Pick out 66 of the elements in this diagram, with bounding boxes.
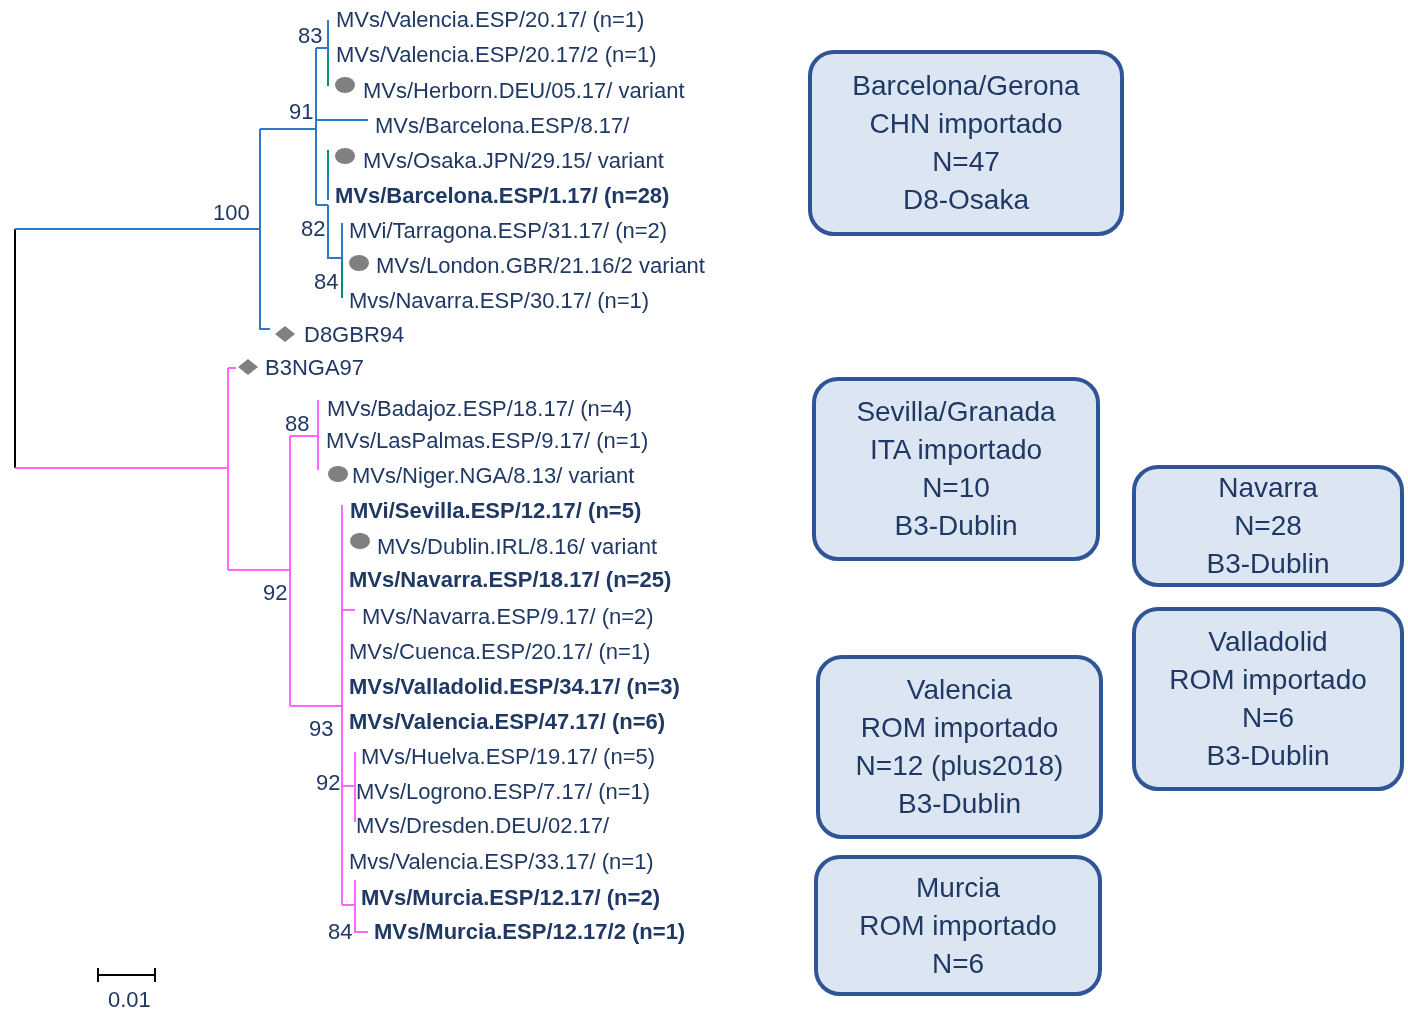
- bootstrap-value: 92: [263, 579, 288, 607]
- taxon-label: MVs/Cuenca.ESP/20.17/ (n=1): [349, 638, 651, 666]
- box-text: Murcia: [916, 870, 1000, 905]
- bootstrap-value: 82: [301, 215, 326, 243]
- taxon-label: MVs/Badajoz.ESP/18.17/ (n=4): [327, 395, 633, 423]
- box-text: B3-Dublin: [894, 509, 1018, 543]
- summary-box: [1132, 465, 1404, 587]
- box-text: N=10: [922, 471, 990, 505]
- box-text: N=28: [1234, 509, 1302, 543]
- taxon-label: MVs/Dublin.IRL/8.16/ variant: [377, 533, 658, 561]
- taxon-label: MVs/LasPalmas.ESP/9.17/ (n=1): [326, 427, 649, 455]
- taxon-label: MVi/Tarragona.ESP/31.17/ (n=2): [349, 217, 668, 245]
- bootstrap-value: 84: [328, 918, 353, 946]
- taxon-label: MVs/Niger.NGA/8.13/ variant: [352, 462, 635, 490]
- taxon-label: MVs/Valencia.ESP/20.17/2 (n=1): [336, 41, 657, 69]
- box-text: Sevilla/Granada: [856, 395, 1056, 429]
- bootstrap-value: 84: [314, 268, 339, 296]
- taxon-label: D8GBR94: [304, 321, 405, 349]
- taxon-label: MVs/Valencia.ESP/20.17/ (n=1): [336, 6, 645, 34]
- box-text: N=6: [1241, 701, 1295, 735]
- taxon-label: Mvs/Valencia.ESP/33.17/ (n=1): [349, 848, 654, 876]
- bootstrap-value: 92: [316, 769, 341, 797]
- box-text: Barcelona/Gerona: [852, 69, 1080, 103]
- summary-box: [812, 377, 1100, 561]
- taxon-label: MVs/Valladolid.ESP/34.17/ (n=3): [349, 673, 680, 701]
- box-text: N=47: [932, 145, 1000, 179]
- box-text: Valladolid: [1208, 625, 1328, 659]
- bootstrap-value: 88: [285, 410, 310, 438]
- summary-box: [808, 50, 1124, 236]
- box-text: CHN importado: [869, 107, 1063, 141]
- box-text: N=6: [931, 946, 985, 981]
- box-text: Navarra: [1218, 471, 1318, 505]
- scale-value: 0.01: [108, 986, 151, 1011]
- box-text: B3-Dublin: [1206, 739, 1330, 773]
- box-text: ROM importado: [1169, 663, 1367, 697]
- taxon-label: MVs/Murcia.ESP/12.17/ (n=2): [361, 884, 660, 912]
- box-text: B3-Dublin: [898, 787, 1021, 821]
- box-text: ROM importado: [860, 711, 1059, 745]
- taxon-label: MVs/Valencia.ESP/47.17/ (n=6): [349, 708, 666, 736]
- box-text: B3-Dublin: [1206, 547, 1330, 581]
- bootstrap-value: 93: [309, 715, 334, 743]
- summary-box: [814, 855, 1102, 996]
- taxon-label: MVs/Huelva.ESP/19.17/ (n=5): [361, 743, 656, 771]
- taxon-label: MVs/Osaka.JPN/29.15/ variant: [363, 147, 664, 175]
- taxon-label: MVs/Herborn.DEU/05.17/ variant: [363, 77, 685, 105]
- bootstrap-value: 91: [289, 98, 314, 126]
- box-text: D8-Osaka: [902, 183, 1029, 217]
- taxon-label: Mvs/Navarra.ESP/30.17/ (n=1): [349, 287, 650, 315]
- box-text: ITA importado: [869, 433, 1043, 467]
- taxon-label: MVs/Barcelona.ESP/1.17/ (n=28): [335, 182, 670, 210]
- taxon-label: MVs/Logrono.ESP/7.17/ (n=1): [356, 778, 651, 806]
- taxon-label: MVs/Murcia.ESP/12.17/2 (n=1): [374, 918, 686, 946]
- box-text: N=12 (plus2018): [855, 749, 1064, 783]
- taxon-label: MVs/Navarra.ESP/18.17/ (n=25): [349, 566, 672, 594]
- box-text: Valencia: [906, 673, 1013, 707]
- taxon-label: MVs/London.GBR/21.16/2 variant: [376, 252, 705, 280]
- bootstrap-value: 83: [298, 22, 323, 50]
- summary-box: [816, 655, 1103, 839]
- taxon-label: MVs/Navarra.ESP/9.17/ (n=2): [362, 603, 654, 631]
- box-text: ROM importado: [859, 908, 1057, 943]
- taxon-label: MVi/Sevilla.ESP/12.17/ (n=5): [350, 497, 642, 525]
- taxon-label: MVs/Barcelona.ESP/8.17/: [375, 112, 630, 140]
- taxon-label: MVs/Dresden.DEU/02.17/: [356, 812, 610, 840]
- taxon-label: B3NGA97: [265, 354, 365, 382]
- bootstrap-value: 100: [213, 199, 250, 227]
- summary-box: [1132, 607, 1404, 791]
